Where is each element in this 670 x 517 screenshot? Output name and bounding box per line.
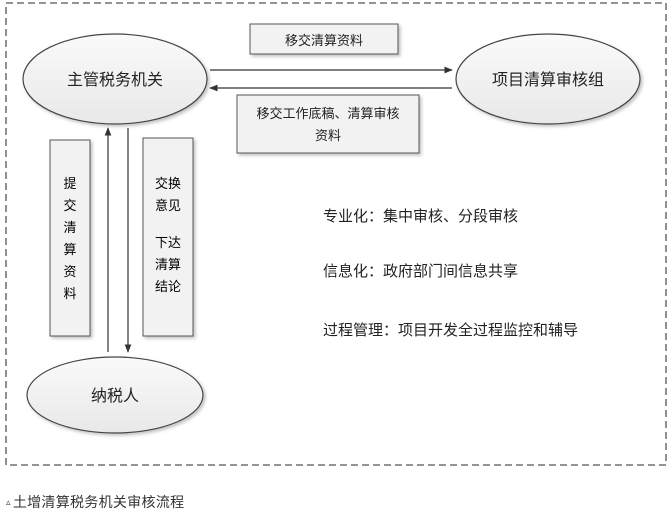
exchange-line-1: 交换 [155,176,181,192]
submit-char-1: 提 [63,176,76,192]
issue-line-2: 清算 [155,258,181,273]
submit-char-2: 交 [63,198,76,214]
submit-char-3: 清 [63,221,76,236]
node-review-team: 项目清算审核组 [455,33,641,125]
box-transfer-working-papers: 移交工作底稿、清算审核 资料 [236,94,420,154]
issue-line-1: 下达 [155,236,181,251]
dashed-frame [5,2,667,466]
caption-triangle-icon: ▵ [6,498,11,508]
node-taxpayer: 纳税人 [26,356,204,434]
box-submit-materials: 提 交 清 算 资 料 [49,139,91,337]
exchange-line-2: 意见 [155,198,181,214]
principle-process: 过程管理：项目开发全过程监控和辅导 [323,321,578,339]
box-transfer-materials-label: 移交清算资料 [285,33,363,49]
issue-line-3: 结论 [155,280,181,295]
principle-informatized: 信息化：政府部门间信息共享 [323,262,518,280]
box-exchange-and-conclusion: 交换 意见 下达 清算 结论 [142,137,194,337]
node-tax-authority-label: 主管税务机关 [67,70,163,89]
node-review-team-label: 项目清算审核组 [492,70,604,89]
box-transfer-working-papers-line2: 资料 [315,129,341,144]
box-transfer-working-papers-line1: 移交工作底稿、清算审核 [256,106,399,122]
caption-text: 土增清算税务机关审核流程 [12,495,185,511]
node-tax-authority: 主管税务机关 [22,33,208,125]
figure-caption: ▵土增清算税务机关审核流程 [6,492,184,512]
submit-char-6: 料 [63,287,76,302]
principle-professional: 专业化：集中审核、分段审核 [323,207,518,225]
box-transfer-materials: 移交清算资料 [249,23,399,55]
submit-char-5: 资 [63,265,76,280]
node-taxpayer-label: 纳税人 [91,386,139,405]
submit-char-4: 算 [63,243,76,258]
